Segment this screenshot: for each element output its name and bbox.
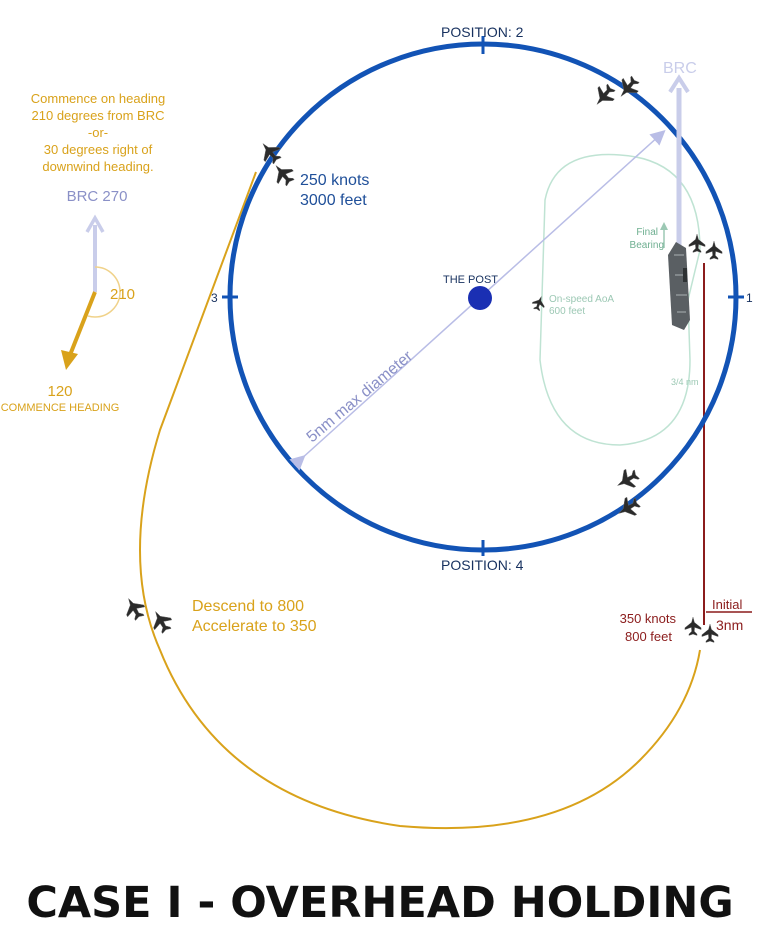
- diameter-label: 5nm max diameter: [304, 347, 417, 446]
- descent-line-1: Descend to 800: [192, 598, 304, 615]
- position-2-label: POSITION: 2: [441, 24, 524, 40]
- initial-distance: 3nm: [716, 617, 743, 633]
- brc-270-label: BRC 270: [67, 188, 128, 205]
- brc-label: BRC: [663, 60, 697, 77]
- the-post-marker: [468, 286, 492, 310]
- commence-note-line-5: downwind heading.: [42, 159, 153, 174]
- final-bearing-line-2: Bearing: [630, 240, 664, 251]
- final-bearing-line-1: Final: [636, 227, 658, 238]
- carrier-icon: [668, 242, 690, 330]
- aoa-label-line-2: 600 feet: [549, 306, 585, 317]
- position-4-label: POSITION: 4: [441, 557, 524, 573]
- descent-line-2: Accelerate to 350: [192, 618, 317, 635]
- commence-note-line-4: 30 degrees right of: [44, 142, 153, 157]
- commence-note-line-1: Commence on heading: [31, 91, 165, 106]
- initial-speed: 350 knots: [620, 611, 677, 626]
- commence-heading-arrow: [68, 291, 97, 356]
- jet-icon: [530, 294, 548, 313]
- the-post-label: THE POST: [443, 274, 498, 286]
- pattern-distance-label: 3/4 nm: [671, 377, 699, 387]
- hold-altitude: 3000 feet: [300, 192, 367, 209]
- jet-icon: [688, 233, 706, 253]
- commence-heading-label: COMMENCE HEADING: [1, 402, 120, 414]
- page-title: CASE I - OVERHEAD HOLDING: [26, 878, 733, 927]
- jet-icon: [268, 158, 299, 190]
- initial-label: Initial: [712, 597, 742, 612]
- hold-speed: 250 knots: [300, 172, 369, 189]
- position-1-label: 1: [746, 291, 753, 305]
- jet-icon: [589, 80, 620, 112]
- aoa-label-line-1: On-speed AoA: [549, 294, 614, 305]
- commence-value-label: 120: [47, 383, 72, 400]
- commence-note-line-2: 210 degrees from BRC: [32, 108, 165, 123]
- position-3-label: 3: [211, 291, 218, 305]
- initial-altitude: 800 feet: [625, 629, 672, 644]
- commence-note-line-3: -or-: [88, 125, 108, 140]
- jet-icon: [612, 465, 643, 495]
- turn-value-label: 210: [110, 286, 135, 303]
- jet-icon: [705, 240, 723, 260]
- jet-icon: [684, 616, 702, 636]
- descent-path: [139, 171, 701, 830]
- turn-arc: [87, 266, 121, 318]
- jet-icon: [146, 606, 176, 637]
